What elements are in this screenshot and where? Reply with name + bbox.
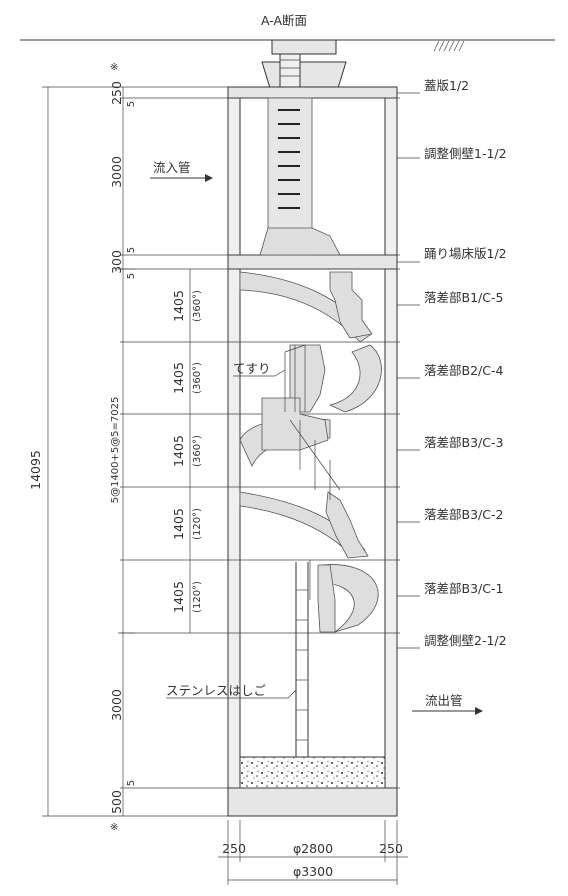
part-label-cover: 蓋版1/2 <box>424 78 469 93</box>
dim-drop-span: 5@1400+5@5=7025 <box>110 397 121 504</box>
part-label-landing: 踊り場床版1/2 <box>424 246 507 261</box>
asterisk-top: ※ <box>110 62 118 73</box>
part-label-drop-b3c1: 落差部B3/C-1 <box>424 581 503 596</box>
manhole-frame <box>261 39 347 89</box>
ladder-label: ステンレスはしご <box>166 683 267 698</box>
dim-drop-3: 1405 <box>171 435 186 467</box>
dim-drop-1: 1405 <box>171 290 186 322</box>
dim-drop-2: 1405 <box>171 362 186 394</box>
dim-total-height: 14095 <box>28 450 43 490</box>
part-label-adjust-wall-1: 調整側壁1-1/2 <box>424 146 507 161</box>
dim-landing: 300 <box>109 250 124 274</box>
right-wall <box>384 86 398 790</box>
part-label-drop-b2c4: 落差部B2/C-4 <box>424 363 503 378</box>
inflow-label: 流入管 <box>153 160 191 175</box>
dim-bottom-slab: 500 <box>109 790 124 814</box>
handrail <box>284 344 341 600</box>
asterisk-bottom: ※ <box>110 822 118 833</box>
dim-gap-top: 5 <box>126 101 137 107</box>
dim-gap-landing-bottom: 5 <box>126 273 137 279</box>
dim-gap-landing-top: 5 <box>126 247 137 253</box>
dim-drop-5: 1405 <box>171 581 186 613</box>
dim-angle-3: (360°) <box>192 435 203 467</box>
dim-upper-wall: 3000 <box>109 156 124 188</box>
dim-outer-diameter: φ3300 <box>293 864 333 879</box>
dim-drop-4: 1405 <box>171 508 186 540</box>
bottom-slab <box>227 787 398 817</box>
dim-lower-wall: 3000 <box>109 689 124 721</box>
part-label-drop-b1c5: 落差部B1/C-5 <box>424 290 503 305</box>
dim-angle-1: (360°) <box>192 290 203 322</box>
dimension-lines <box>42 86 408 885</box>
inflow-arrow <box>150 174 213 182</box>
part-leaders <box>397 92 420 649</box>
stainless-ladder <box>295 562 309 757</box>
dim-wall-left: 250 <box>222 841 246 856</box>
handrail-label: てすり <box>233 361 271 376</box>
dim-angle-4: (120°) <box>192 508 203 540</box>
cover-slab <box>227 86 398 99</box>
landing-slab <box>227 254 398 270</box>
ground-hatch <box>433 40 465 52</box>
spiral-stair <box>239 271 382 633</box>
outflow-label: 流出管 <box>425 693 463 708</box>
dim-top-slab: 250 <box>109 81 124 105</box>
gravel-bed <box>239 756 386 789</box>
dim-gap-bottom: 5 <box>126 780 137 786</box>
dim-angle-2: (360°) <box>192 362 203 394</box>
section-title: A-A断面 <box>261 13 307 28</box>
access-shaft <box>259 97 341 256</box>
part-label-adjust-wall-2: 調整側壁2-1/2 <box>424 633 507 648</box>
part-label-drop-b3c3: 落差部B3/C-3 <box>424 435 503 450</box>
dim-wall-right: 250 <box>379 841 403 856</box>
dim-inner-diameter: φ2800 <box>293 841 333 856</box>
part-label-drop-b3c2: 落差部B3/C-2 <box>424 507 503 522</box>
outflow-arrow <box>412 707 483 715</box>
dim-angle-5: (120°) <box>192 581 203 613</box>
